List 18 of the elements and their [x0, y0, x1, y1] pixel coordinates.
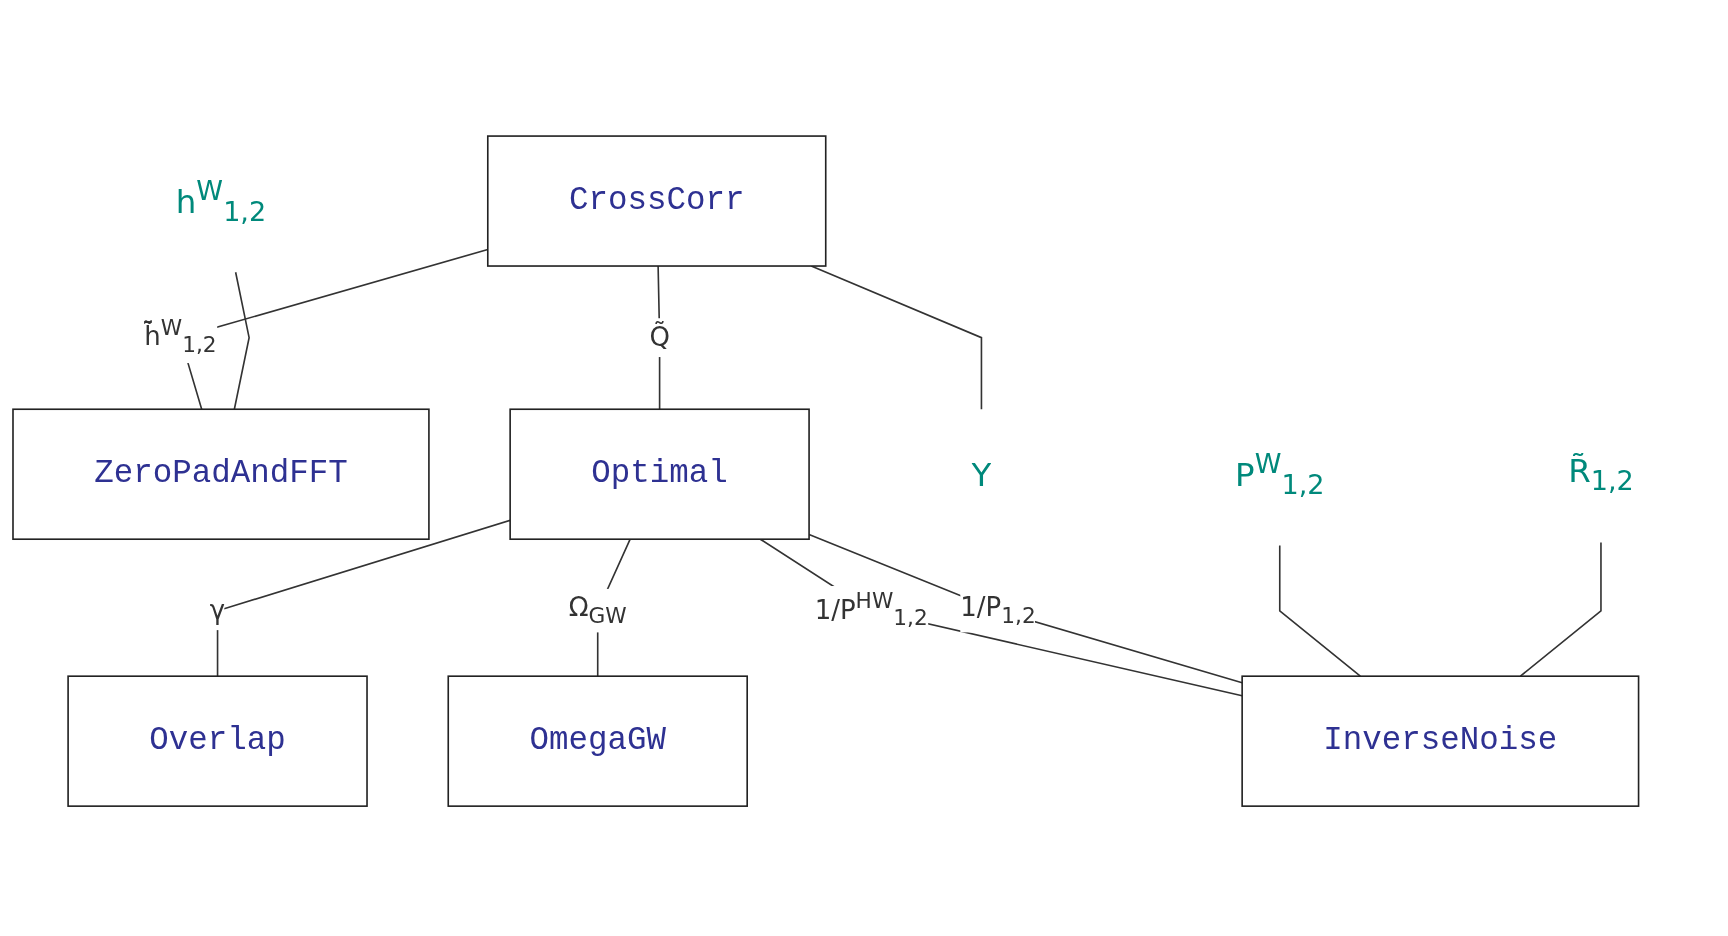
connector — [759, 538, 1243, 697]
connector — [1519, 541, 1602, 677]
edge-label: Q̃ — [649, 321, 670, 353]
connector — [216, 519, 511, 677]
node-box: CrossCorr — [486, 135, 827, 267]
node-text: R̃$_{1,2}$ — [1568, 451, 1634, 497]
node-box: ZeroPadAndFFT — [12, 408, 430, 540]
node-box: InverseNoise — [1241, 675, 1640, 807]
node-box: Optimal — [509, 408, 810, 540]
connector — [808, 533, 1243, 684]
connector — [233, 271, 250, 411]
edge-label: 1/P$_{1,2}$ — [960, 591, 1036, 629]
node-box: Overlap — [67, 675, 368, 807]
edge-label: Ω$_{GW}$ — [568, 591, 627, 629]
edge-label: γ — [209, 594, 226, 626]
node-box: OmegaGW — [447, 675, 748, 807]
connector — [1278, 544, 1362, 677]
node-text: Y — [971, 454, 992, 494]
